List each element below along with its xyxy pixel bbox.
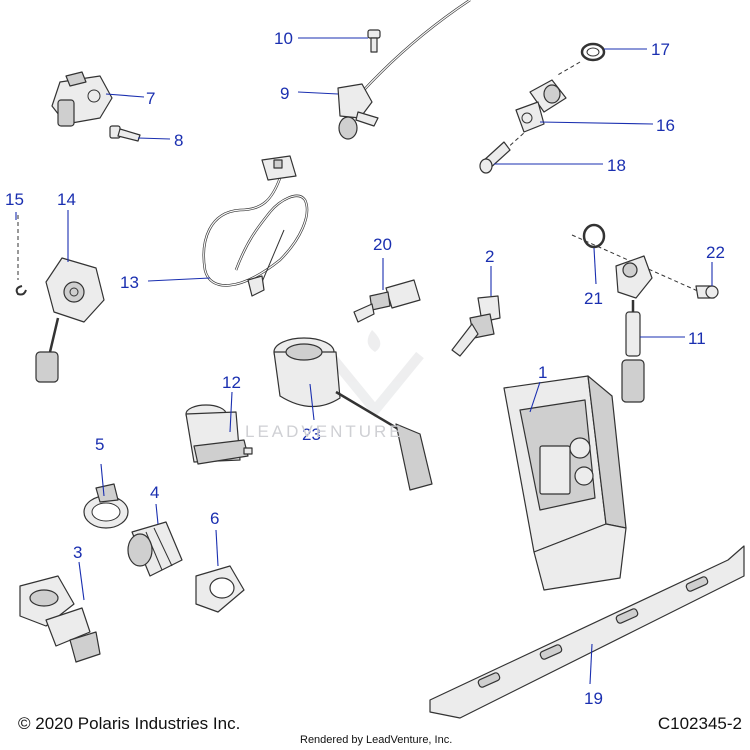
rendered-by-text: Rendered by LeadVenture, Inc. [300,734,453,746]
callout-20: 20 [373,235,392,254]
callout-12: 12 [222,373,241,392]
part-2-sensor[interactable] [451,295,501,357]
callout-23: 23 [302,425,321,444]
part-23-canister-sensor[interactable] [273,337,433,491]
part-17-o-ring[interactable] [580,42,606,62]
watermark-text: LEADVENTURE [245,422,404,441]
callout-7: 7 [146,89,155,108]
watermark-logo [326,330,424,418]
part-16-cam-sensor[interactable] [515,61,581,133]
callout-11: 11 [688,329,706,348]
callout-3: 3 [73,543,82,562]
document-number: C102345-2 [657,714,742,733]
callout-19: 19 [584,689,603,708]
part-18-bolt[interactable] [479,131,526,174]
part-8-bolt[interactable] [109,125,141,142]
part-9-speed-sensor[interactable] [337,0,471,140]
part-6-nut[interactable] [195,565,245,613]
callout-9: 9 [280,84,289,103]
part-7-map-sensor[interactable] [51,71,113,127]
callout-17: 17 [651,40,670,59]
callout-22: 22 [706,243,725,262]
part-20-temp-sensor[interactable] [353,279,421,323]
callout-1: 1 [538,363,547,382]
callout-4: 4 [150,483,159,502]
callout-13: 13 [120,273,139,292]
part-3-pressure-switch[interactable] [19,575,101,663]
callout-5: 5 [95,435,104,454]
part-22-bolt[interactable] [695,285,719,299]
callout-14: 14 [57,190,76,209]
callout-16: 16 [656,116,675,135]
part-10-bolt[interactable] [367,29,381,53]
callout-21: 21 [584,289,603,308]
part-15-clip[interactable] [15,215,27,296]
part-13-sensor-harness[interactable] [202,155,309,297]
callout-6: 6 [210,509,219,528]
callout-2: 2 [485,247,494,266]
part-5-clamp[interactable] [83,483,129,529]
callout-18: 18 [607,156,626,175]
callout-8: 8 [174,131,183,150]
part-1-ecu[interactable] [503,375,627,591]
leader-lines [15,37,713,685]
callout-labels: 1 2 3 4 5 6 7 8 9 10 11 12 13 14 15 16 1… [5,29,725,708]
callout-15: 15 [5,190,24,209]
part-4-connector[interactable] [127,521,183,577]
copyright-text: © 2020 Polaris Industries Inc. [18,714,241,733]
part-11-knock-sensor[interactable] [615,255,653,403]
part-14-position-sensor[interactable] [35,257,105,383]
callout-10: 10 [274,29,293,48]
part-19-bracket[interactable] [429,545,745,719]
part-12-relay[interactable] [185,404,253,465]
